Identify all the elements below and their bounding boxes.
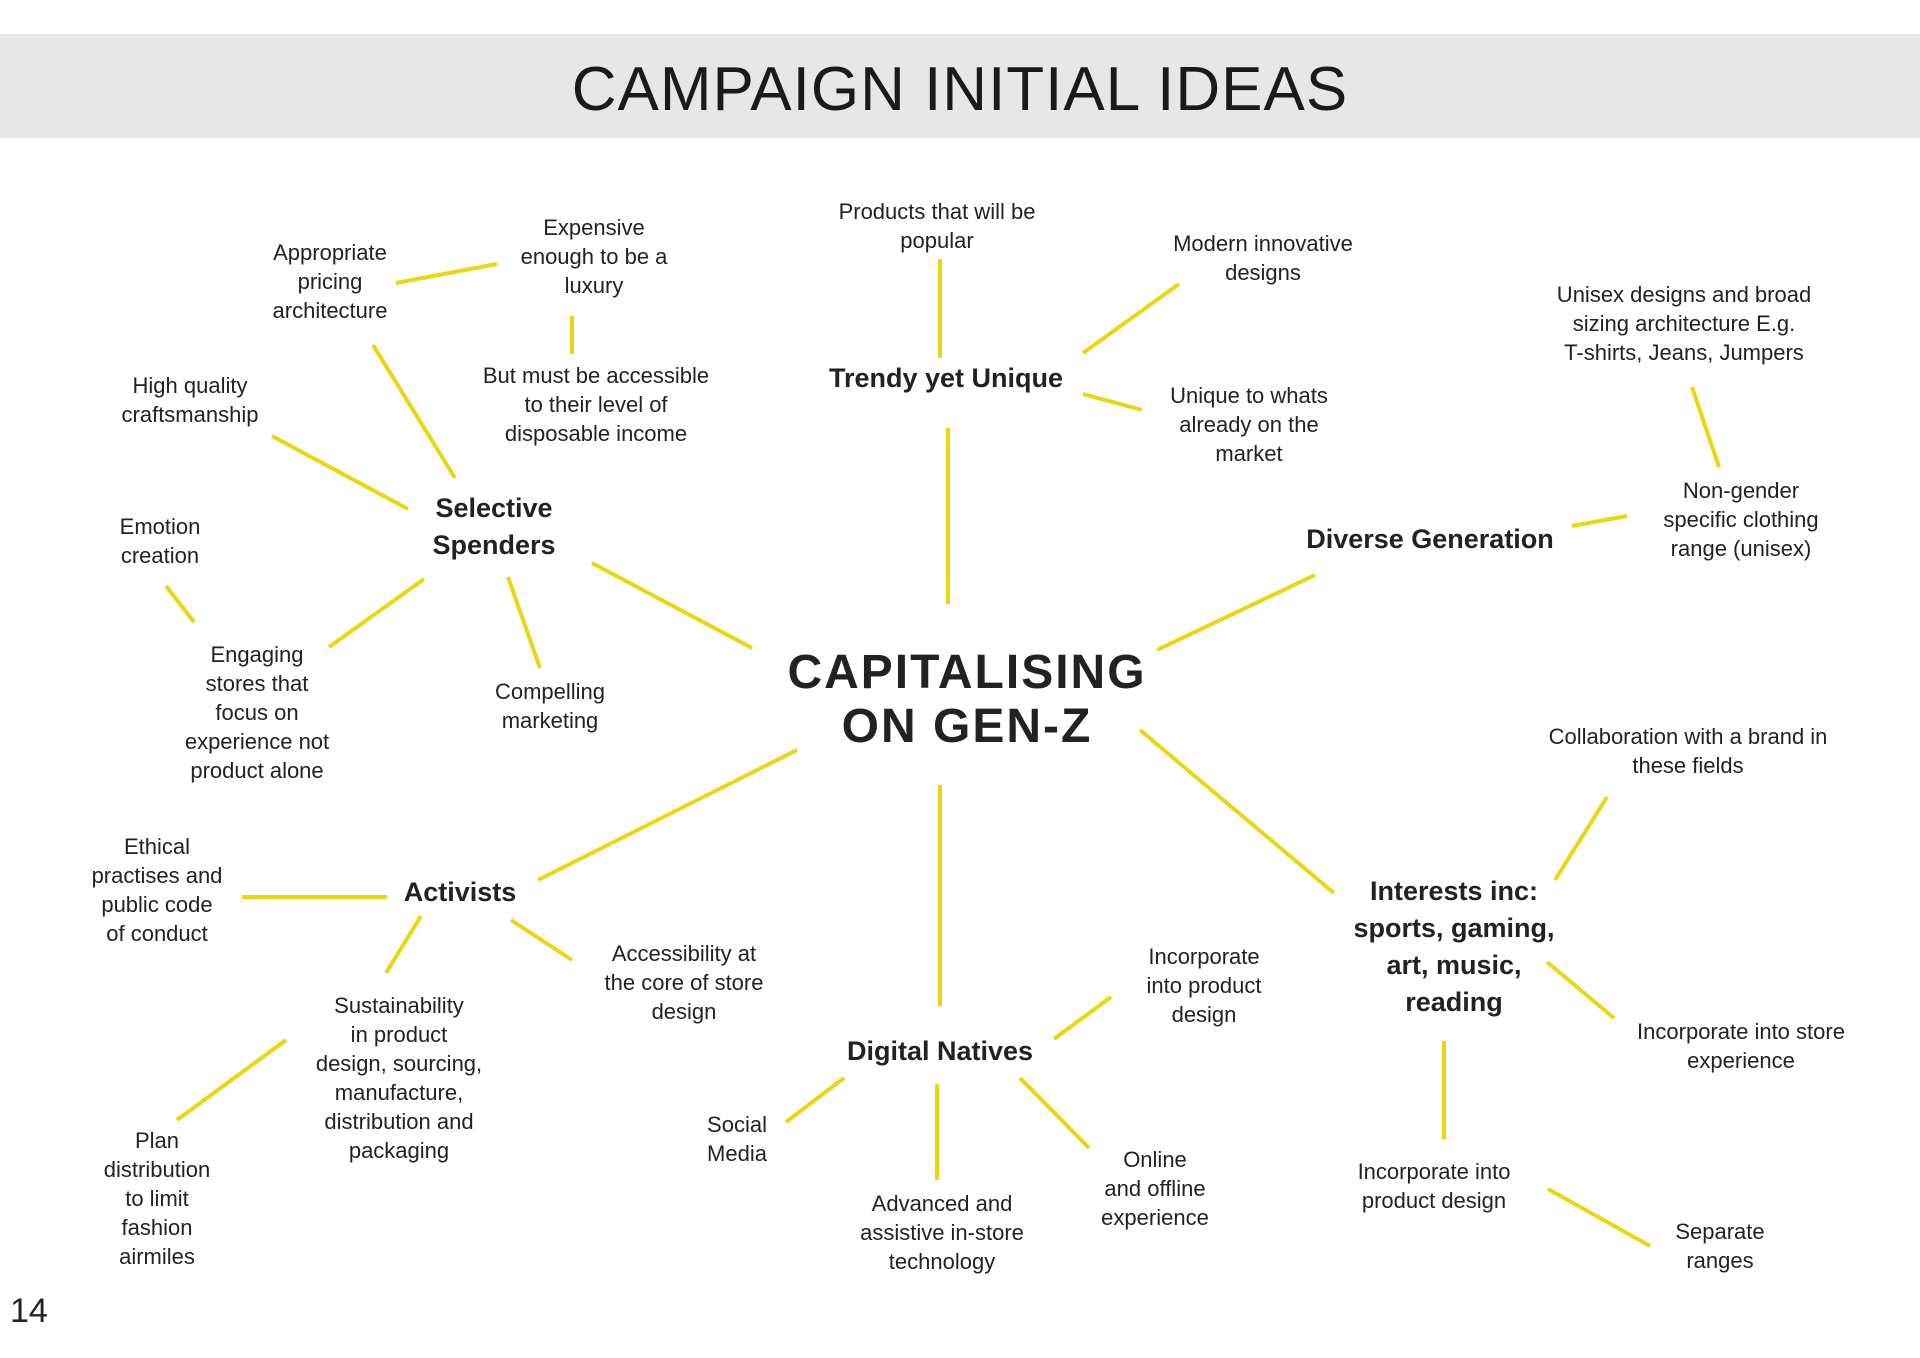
link-center-activists [537,748,798,882]
link-center-selective [591,561,753,650]
branch-activists: Activists [403,877,517,907]
page-number: 14 [10,1292,48,1330]
page-title: CAMPAIGN INITIAL IDEAS [571,55,1349,124]
title-band [0,34,1920,138]
link-sustainability-distribution [175,1038,288,1122]
link-interests-store [1545,960,1616,1020]
link-digital-online [1018,1076,1091,1150]
link-center-diverse [1156,573,1316,652]
link-digital-social [784,1076,846,1124]
link-product-ranges [1547,1187,1651,1248]
link-center-interests [1138,728,1336,895]
link-activists-accessibility [509,918,574,962]
link-selective-craftsmanship [271,434,409,511]
link-trendy-modern [1081,282,1181,355]
link-selective-pricing [371,343,457,480]
link-selective-marketing [506,576,542,669]
branch-diverse-generation: Diverse Generation [1306,524,1554,554]
link-interests-collaboration [1553,795,1609,882]
branch-interests: Interests inc:sports, gaming,art, music,… [1353,876,1555,1017]
link-activists-sustainability [384,914,423,975]
branch-digital-natives: Digital Natives [846,1036,1034,1066]
link-pricing-expensive [395,262,498,285]
link-nongender-unisex [1690,386,1721,468]
link-diverse-nongender [1571,514,1628,528]
link-digital-incorporate [1052,995,1113,1041]
link-selective-stores [327,577,426,649]
link-emotion-stores [164,584,196,624]
link-trendy-unique [1082,392,1143,412]
branch-trendy-yet-unique: Trendy yet Unique [828,363,1064,393]
